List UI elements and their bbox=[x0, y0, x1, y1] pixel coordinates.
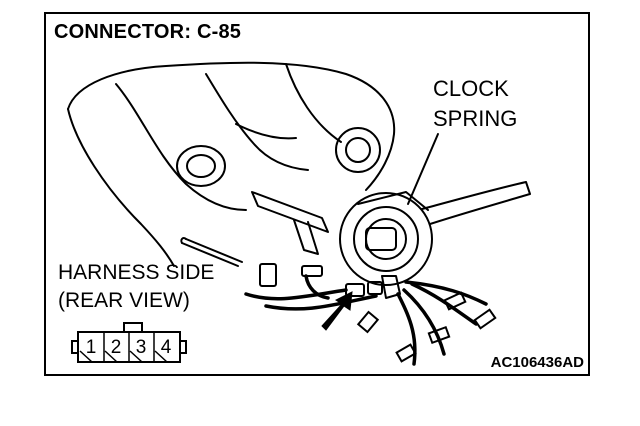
dashboard-lower-edge bbox=[67, 108, 175, 267]
connector-outline bbox=[71, 322, 187, 363]
steering-column-illustration bbox=[67, 61, 531, 366]
dashboard-inner-edge bbox=[115, 83, 247, 211]
connector-title: CONNECTOR: C-85 bbox=[54, 21, 242, 43]
pin-4: 4 bbox=[160, 337, 172, 358]
harness-side-label: HARNESS SIDE bbox=[58, 261, 215, 284]
gauge-bezel-left bbox=[176, 145, 226, 187]
column-lever-left bbox=[251, 191, 329, 233]
pin-3: 3 bbox=[135, 337, 147, 358]
wire-harness bbox=[244, 274, 488, 366]
column-lever-right bbox=[421, 181, 531, 225]
clock-spring-leader bbox=[407, 133, 439, 205]
figure-code: AC106436AD bbox=[490, 354, 584, 371]
dashboard-outline bbox=[67, 61, 396, 191]
pin-1: 1 bbox=[85, 337, 97, 358]
clock-spring-label-line2: SPRING bbox=[433, 106, 518, 131]
pin-2: 2 bbox=[110, 337, 122, 358]
gauge-bezel-right bbox=[335, 127, 381, 173]
diagram-frame: CONNECTOR: C-85 CLOCK SPRING HARNESS SID… bbox=[44, 12, 590, 376]
rear-view-label: (REAR VIEW) bbox=[58, 289, 190, 312]
location-arrow bbox=[321, 291, 353, 331]
clock-spring-body bbox=[339, 192, 433, 286]
connector-face: 1 2 3 4 bbox=[70, 321, 188, 365]
clock-spring-label-line1: CLOCK bbox=[433, 76, 509, 101]
